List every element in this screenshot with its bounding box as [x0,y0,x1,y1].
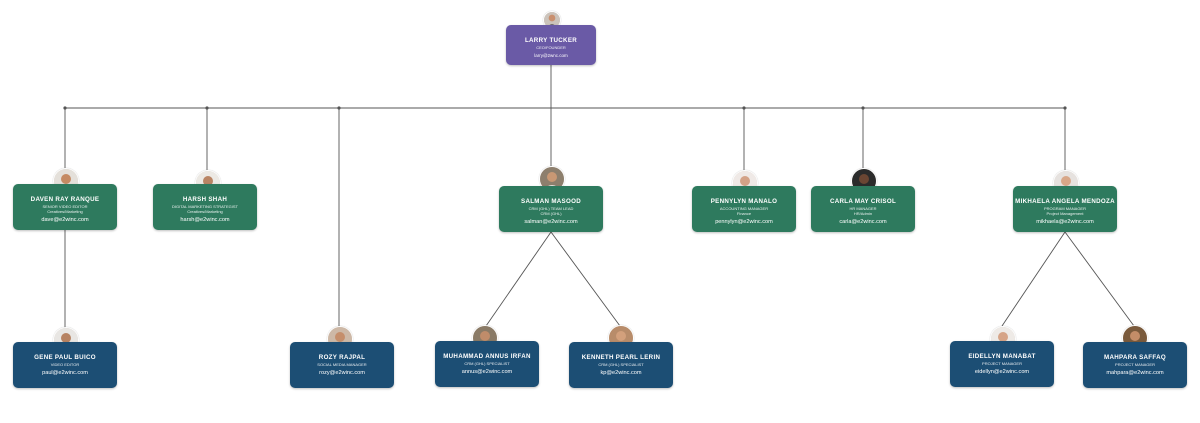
node-email: harsh@e2winc.com [180,217,230,223]
node-dept: Creatives/Marketing [187,209,223,214]
node-role: CRM (GHL) SPECIALIST [598,362,644,367]
link-mikhaela-eidellyn [1001,231,1066,327]
node-email: annus@e2winc.com [461,369,513,375]
node-role: SENIOR VIDEO EDITOR [42,204,88,209]
junction-dot [205,106,209,110]
node-name: KENNETH PEARL LERIN [581,354,661,361]
node-name: PENNYLYN MANALO [710,198,778,205]
link-salman-annus [485,231,552,327]
node-dept: Finance [736,211,752,216]
node-daven-ray-ranque[interactable]: DAVEN RAY RANQUE SENIOR VIDEO EDITOR Cre… [13,184,117,230]
node-carla-may-crisol[interactable]: CARLA MAY CRISOL HR MANAGER HR/Admin car… [811,186,915,232]
node-role: DIGITAL MARKETING STRATEGIST [172,204,238,209]
node-name: DAVEN RAY RANQUE [30,196,100,203]
node-role: PROJECT MANAGER [1115,362,1155,367]
node-dept: Creatives/Marketing [47,209,83,214]
node-rozy-rajpal[interactable]: ROZY RAJPAL SOCIAL MEDIA MANAGER rozy@e2… [290,342,394,388]
node-email: mikhaela@e2winc.com [1036,219,1094,225]
node-eidellyn-manabat[interactable]: EIDELLYN MANABAT PROJECT MANAGER eidelly… [950,341,1054,387]
node-email: eidellyn@e2winc.com [974,369,1030,375]
node-email: carla@e2winc.com [839,219,887,225]
node-email: larry@2wnc.com [534,53,568,58]
junction-dot [861,106,865,110]
node-pennylyn-manalo[interactable]: PENNYLYN MANALO ACCOUNTING MANAGER Finan… [692,186,796,232]
node-salman-masood[interactable]: SALMAN MASOOD CRM (GHL) TEAM LEAD CRM (G… [499,186,603,232]
node-role: PROJECT MANAGER [982,361,1022,366]
node-muhammad-annus-irfan[interactable]: MUHAMMAD ANNUS IRFAN CRM (GHL) SPECIALIS… [435,341,539,387]
node-name: MIKHAELA ANGELA MENDOZA [1015,198,1115,205]
node-role: VIDEO EDITOR [50,362,80,367]
node-name: GENE PAUL BUICO [34,354,96,361]
node-role: HR MANAGER [849,206,877,211]
node-email: paul@e2winc.com [42,370,88,376]
junction-dot [742,106,746,110]
node-name: SALMAN MASOOD [521,198,581,205]
node-name: ROZY RAJPAL [318,354,366,361]
node-name: LARRY TUCKER [524,37,578,44]
node-name: CARLA MAY CRISOL [829,198,897,205]
node-dept: Project Management [1046,211,1084,216]
node-email: salman@e2winc.com [524,219,578,225]
node-role: CRM (GHL) TEAM LEAD [528,206,574,211]
node-dept: CRM (GHL) [540,211,562,216]
link-salman-kenneth [550,231,621,327]
node-dept: HR/Admin [853,211,873,216]
node-email: kp@e2winc.com [600,370,642,376]
node-role: ACCOUNTING MANAGER [719,206,769,211]
node-harsh-shah[interactable]: HARSH SHAH DIGITAL MARKETING STRATEGIST … [153,184,257,230]
node-mikhaela-angela-mendoza[interactable]: MIKHAELA ANGELA MENDOZA PROGRAM MANAGER … [1013,186,1117,232]
node-role: CRM (GHL) SPECIALIST [464,361,510,366]
node-larry-tucker[interactable]: LARRY TUCKER CEO/FOUNDER larry@2wnc.com [506,25,596,65]
node-mahpara-saffaq[interactable]: MAHPARA SAFFAQ PROJECT MANAGER mahpara@e… [1083,342,1187,388]
node-role: PROGRAM MANAGER [1043,206,1086,211]
node-name: HARSH SHAH [182,196,228,203]
junction-dot [337,106,341,110]
node-email: pennylyn@e2winc.com [715,219,773,225]
junction-dot [63,106,67,110]
node-name: MAHPARA SAFFAQ [1104,354,1166,361]
node-name: EIDELLYN MANABAT [968,353,1036,360]
node-role: SOCIAL MEDIA MANAGER [317,362,367,367]
node-gene-paul-buico[interactable]: GENE PAUL BUICO VIDEO EDITOR paul@e2winc… [13,342,117,388]
node-email: dave@e2winc.com [41,217,89,223]
node-email: rozy@e2winc.com [319,370,365,376]
node-email: mahpara@e2winc.com [1106,370,1164,376]
link-mikhaela-mahpara [1064,231,1135,327]
node-name: MUHAMMAD ANNUS IRFAN [443,353,531,360]
node-role: CEO/FOUNDER [536,45,566,50]
junction-dot [1063,106,1067,110]
node-kenneth-pearl-lerin[interactable]: KENNETH PEARL LERIN CRM (GHL) SPECIALIST… [569,342,673,388]
